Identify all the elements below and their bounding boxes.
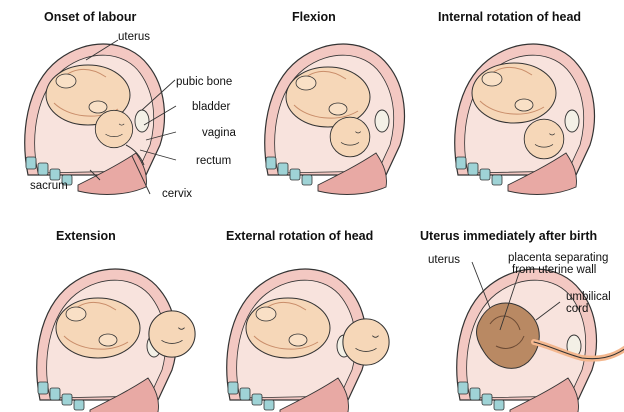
panel-title-flexion: Flexion: [292, 10, 336, 24]
label-after-birth-uterus: uterus: [428, 254, 460, 266]
panel-title-extension: Extension: [56, 229, 116, 243]
panel-after-birth-illustration: [456, 268, 624, 412]
panel-internal-rotation-illustration: [454, 43, 596, 196]
label-bladder: bladder: [192, 101, 231, 113]
label-uterus: uterus: [118, 31, 150, 43]
label-placenta-line1: placenta separating: [508, 252, 609, 264]
label-placenta-line2: from uterine wall: [512, 264, 597, 276]
panel-title-after-birth: Uterus immediately after birth: [420, 229, 598, 243]
panel-title-onset: Onset of labour: [44, 10, 137, 24]
panel-external-rotation-illustration: [226, 268, 390, 412]
label-sacrum: sacrum: [30, 180, 68, 192]
label-pubic-bone: pubic bone: [176, 76, 233, 88]
label-vagina: vagina: [202, 127, 236, 139]
label-rectum: rectum: [196, 155, 232, 167]
panel-extension-illustration: [36, 268, 196, 412]
panel-onset-illustration: [24, 43, 166, 196]
label-cervix: cervix: [162, 188, 193, 200]
panel-flexion-illustration: [264, 43, 406, 196]
panel-title-external-rotation: External rotation of head: [226, 229, 374, 243]
label-cord-line1: umbilical: [566, 291, 611, 303]
panel-title-internal-rotation: Internal rotation of head: [438, 10, 582, 24]
label-cord-line2: cord: [566, 303, 589, 315]
